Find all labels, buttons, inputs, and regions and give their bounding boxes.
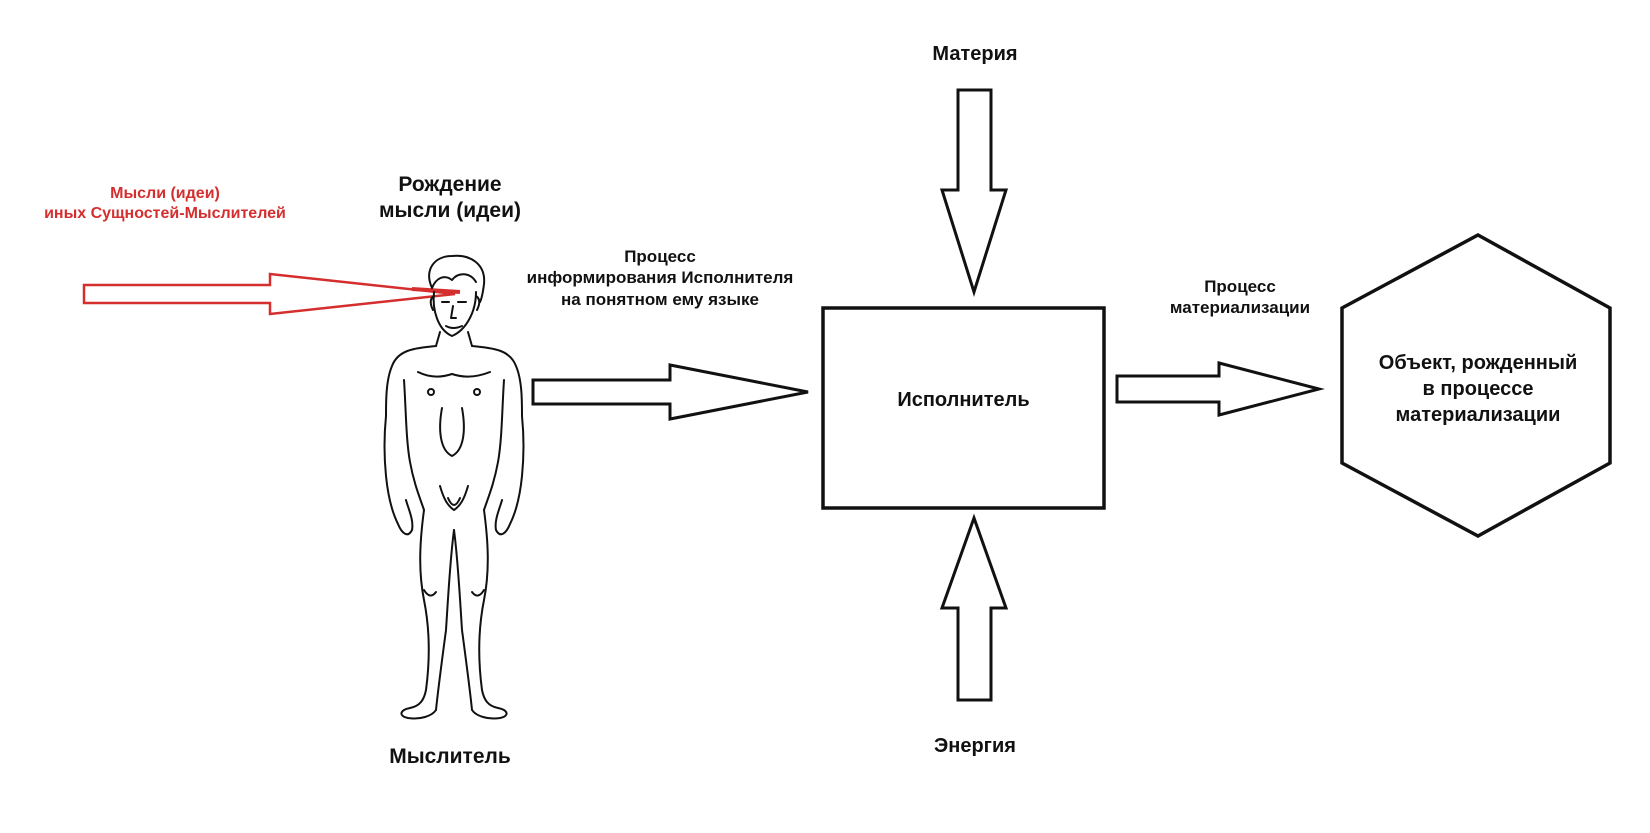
thought-birth-label: Рождение мысли (идеи) bbox=[360, 172, 540, 225]
thought-birth-line2: мысли (идеи) bbox=[378, 199, 522, 223]
external-thoughts-line2: иных Сущностей-Мыслителей bbox=[44, 205, 286, 222]
matter-name: Материя bbox=[932, 43, 1018, 65]
energy-arrow bbox=[939, 513, 1009, 702]
informing-arrow bbox=[531, 363, 809, 421]
materialization-process-line2: материализации bbox=[1169, 298, 1311, 318]
energy-label: Энергия bbox=[900, 734, 1050, 759]
matter-label: Материя bbox=[900, 42, 1050, 67]
result-object-line2: в процессе bbox=[1422, 378, 1534, 400]
external-thoughts-label: Мысли (идеи) иных Сущностей-Мыслителей bbox=[20, 184, 310, 224]
thought-birth-line1: Рождение bbox=[398, 173, 502, 196]
materialization-process-line1: Процесс bbox=[1204, 277, 1276, 296]
result-object-line3: материализации bbox=[1395, 404, 1561, 426]
thinker-figure bbox=[383, 254, 525, 720]
thinker-label: Мыслитель bbox=[360, 744, 540, 770]
materialization-arrow bbox=[1115, 361, 1325, 417]
matter-arrow bbox=[939, 88, 1009, 298]
result-object-hexagon bbox=[1340, 233, 1612, 538]
informing-process-line1: Процесс bbox=[624, 247, 696, 266]
external-thoughts-arrow bbox=[82, 272, 461, 316]
materialization-process-label: Процесс материализации bbox=[1140, 276, 1340, 319]
informing-process-line3: на понятном ему языке bbox=[561, 289, 759, 309]
external-thoughts-line1: Мысли (идеи) bbox=[110, 185, 220, 202]
informing-process-line2: информирования Исполнителя bbox=[526, 268, 794, 288]
executor-label: Исполнитель bbox=[823, 388, 1104, 413]
executor-box bbox=[821, 306, 1106, 510]
result-object-label: Объект, рожденный в процессе материализа… bbox=[1350, 350, 1606, 428]
informing-process-label: Процесс информирования Исполнителя на по… bbox=[495, 246, 825, 310]
energy-name: Энергия bbox=[934, 735, 1016, 757]
thinker-name: Мыслитель bbox=[389, 745, 511, 768]
result-object-line1: Объект, рожденный bbox=[1378, 352, 1578, 374]
executor-name: Исполнитель bbox=[897, 389, 1030, 411]
